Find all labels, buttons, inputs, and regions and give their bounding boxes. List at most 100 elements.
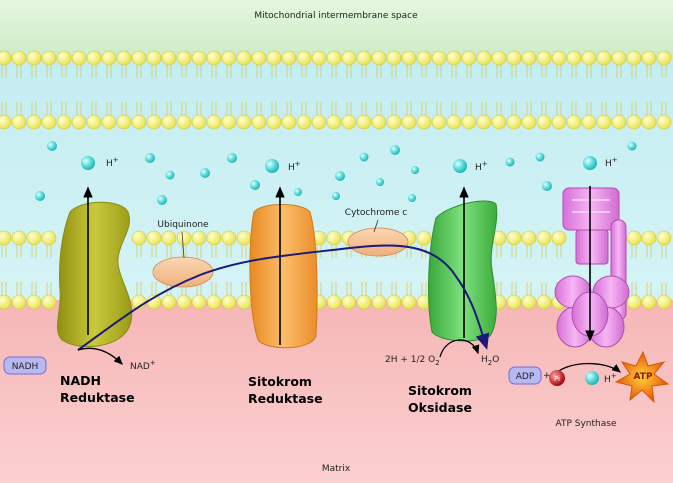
- lipid-head: [191, 114, 207, 130]
- water-product-label: H2O: [481, 355, 499, 367]
- lipid-head: [86, 50, 102, 66]
- nad-plus-label: NAD+: [130, 359, 156, 372]
- lipid-head: [311, 114, 327, 130]
- lipid-head: [491, 50, 507, 66]
- lipid-head: [461, 50, 477, 66]
- lipid-head: [296, 114, 312, 130]
- lipid-head: [536, 50, 552, 66]
- lipid-head: [326, 50, 342, 66]
- lipid-head: [386, 114, 402, 130]
- lipid-head: [116, 114, 132, 130]
- proton-ion: [627, 141, 637, 151]
- lipid-head: [491, 114, 507, 130]
- svg-text:H2O: H2O: [481, 355, 499, 367]
- lipid-head: [641, 294, 657, 310]
- lipid-head: [446, 50, 462, 66]
- lipid-head: [311, 50, 327, 66]
- proton-ion: [250, 180, 260, 190]
- lipid-head: [86, 114, 102, 130]
- proton-ion: [200, 168, 210, 178]
- atp-star: ATP: [614, 350, 670, 404]
- matrix-label: Matrix: [322, 464, 351, 474]
- ubiquinone-carrier: [152, 256, 214, 288]
- lipid-head: [71, 50, 87, 66]
- lipid-head: [641, 114, 657, 130]
- lipid-head: [431, 114, 447, 130]
- lipid-head: [146, 50, 162, 66]
- lipid-head: [266, 50, 282, 66]
- lipid-head: [146, 230, 162, 246]
- lipid-head: [191, 294, 207, 310]
- lipid-head: [176, 114, 192, 130]
- lipid-head: [131, 114, 147, 130]
- complex-4-label-line2: Oksidase: [408, 400, 472, 415]
- svg-text:H+: H+: [605, 156, 618, 169]
- lipid-head: [281, 50, 297, 66]
- lipid-head: [656, 114, 672, 130]
- lipid-head: [161, 50, 177, 66]
- proton-ion: [411, 166, 419, 174]
- lipid-head: [431, 50, 447, 66]
- lipid-head: [206, 50, 222, 66]
- lipid-head: [101, 114, 117, 130]
- lipid-head: [506, 50, 522, 66]
- lipid-head: [626, 50, 642, 66]
- lipid-head: [476, 114, 492, 130]
- lipid-head: [506, 294, 522, 310]
- electron-transport-path: [77, 244, 490, 351]
- lipid-head: [386, 294, 402, 310]
- lipid-head: [416, 50, 432, 66]
- nadh-molecule: NADH: [3, 356, 47, 375]
- complex-1-nadh-reductase: [57, 201, 133, 348]
- complex-3-label-line1: Sitokrom: [248, 374, 312, 389]
- h-plus-label-4: H+: [475, 160, 488, 173]
- lipid-head: [536, 114, 552, 130]
- proton-ion: [359, 152, 369, 162]
- lipid-head: [461, 114, 477, 130]
- proton-ions: [35, 141, 637, 385]
- complex-3-cytochrome-reductase: [249, 204, 318, 349]
- lipid-head: [236, 294, 252, 310]
- lipid-head: [236, 230, 252, 246]
- cytochrome-c-carrier: [347, 227, 409, 257]
- lipid-head: [26, 294, 42, 310]
- lipid-head: [11, 294, 27, 310]
- proton-ion: [376, 178, 384, 186]
- lipid-head: [0, 114, 12, 130]
- lipid-head: [401, 114, 417, 130]
- lipid-head: [26, 114, 42, 130]
- lipid-head: [236, 50, 252, 66]
- lipid-head: [341, 294, 357, 310]
- oxygen-reactant-label: 2H + 1/2 O2: [385, 355, 440, 367]
- lipid-head: [641, 230, 657, 246]
- svg-text:Pi: Pi: [554, 375, 560, 383]
- lipid-head: [41, 230, 57, 246]
- proton-ion: [535, 152, 545, 162]
- lipid-head: [536, 294, 552, 310]
- lipid-head: [536, 230, 552, 246]
- adp-molecule: ADP: [508, 366, 542, 385]
- lipid-head: [221, 230, 237, 246]
- svg-text:2H + 1/2 O2: 2H + 1/2 O2: [385, 355, 440, 367]
- lipid-head: [371, 50, 387, 66]
- lipid-head: [0, 50, 12, 66]
- lipid-head: [581, 50, 597, 66]
- lipid-head: [176, 230, 192, 246]
- svg-text:H+: H+: [604, 372, 617, 385]
- svg-text:H+: H+: [106, 156, 119, 169]
- lipid-head: [206, 230, 222, 246]
- lipid-head: [371, 294, 387, 310]
- lipid-head: [521, 294, 537, 310]
- lipid-head: [176, 50, 192, 66]
- proton-ion: [294, 188, 302, 196]
- lipid-head: [476, 50, 492, 66]
- complex-4-cytochrome-oxidase: [428, 200, 498, 342]
- cytochrome-c-label: Cytochrome c: [345, 208, 407, 218]
- lipid-head: [266, 114, 282, 130]
- lipid-head: [11, 50, 27, 66]
- lipid-head: [56, 114, 72, 130]
- lipid-head: [101, 50, 117, 66]
- lipid-head: [191, 230, 207, 246]
- oxygen-to-water-arrow: [439, 339, 480, 358]
